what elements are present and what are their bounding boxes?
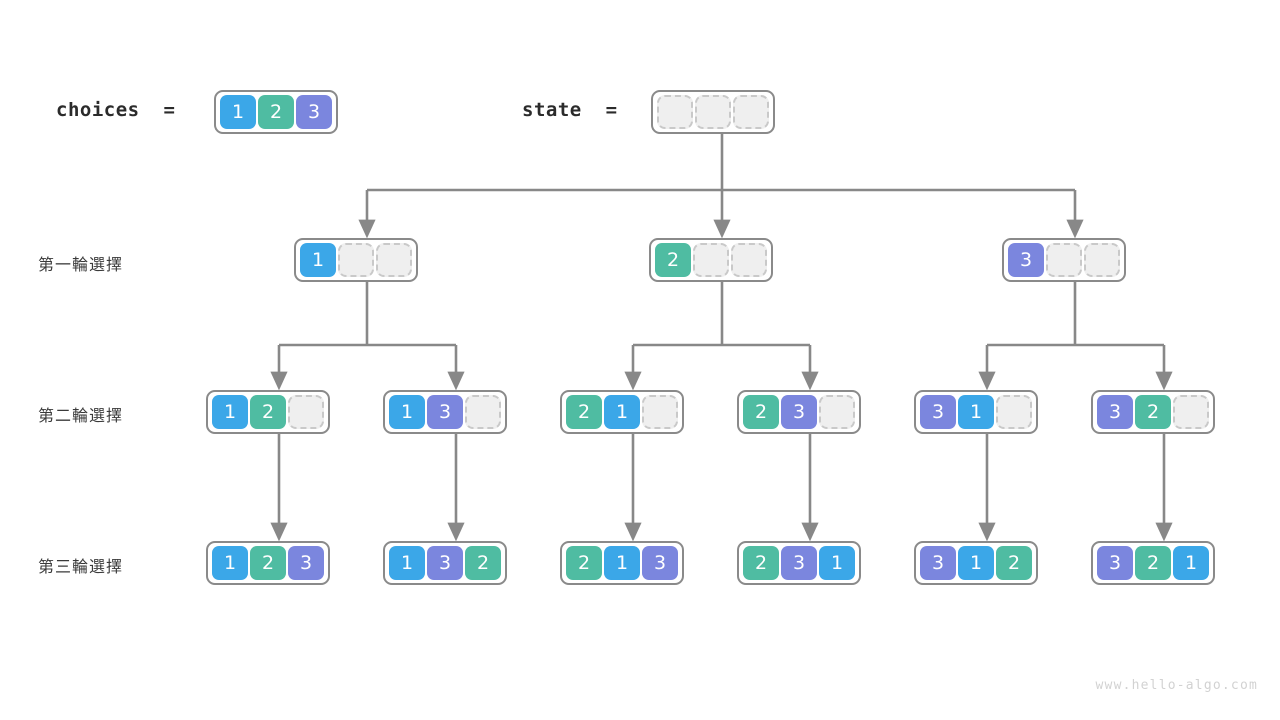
r2n4-cell-0: 2 bbox=[743, 395, 779, 429]
r3n6-cell-0: 3 bbox=[1097, 546, 1133, 580]
r2n6-cell-0: 3 bbox=[1097, 395, 1133, 429]
r1n3-cell-0: 3 bbox=[1008, 243, 1044, 277]
r1n1-cell-1 bbox=[338, 243, 374, 277]
r3n2-cell-1: 3 bbox=[427, 546, 463, 580]
tree-node-r1-n1: 1 bbox=[294, 238, 418, 282]
r1n1-cell-0: 1 bbox=[300, 243, 336, 277]
r2n3-cell-2 bbox=[642, 395, 678, 429]
row-caption-3: 第三輪選擇 bbox=[38, 557, 124, 576]
r1n3-cell-1 bbox=[1046, 243, 1082, 277]
r3n4-cell-2: 1 bbox=[819, 546, 855, 580]
r2n5-cell-1: 1 bbox=[958, 395, 994, 429]
state-cell-0 bbox=[657, 95, 693, 129]
r2n3-cell-0: 2 bbox=[566, 395, 602, 429]
r3n3-cell-0: 2 bbox=[566, 546, 602, 580]
r1n2-cell-1 bbox=[693, 243, 729, 277]
r3n4-cell-0: 2 bbox=[743, 546, 779, 580]
r2n5-cell-2 bbox=[996, 395, 1032, 429]
choices-cell-0: 1 bbox=[220, 95, 256, 129]
r3n6-cell-2: 1 bbox=[1173, 546, 1209, 580]
r3n2-cell-2: 2 bbox=[465, 546, 501, 580]
r3n1-cell-1: 2 bbox=[250, 546, 286, 580]
r3n5-cell-0: 3 bbox=[920, 546, 956, 580]
r3n5-cell-2: 2 bbox=[996, 546, 1032, 580]
choices-cell-1: 2 bbox=[258, 95, 294, 129]
r3n3-cell-1: 1 bbox=[604, 546, 640, 580]
r2n6-cell-2 bbox=[1173, 395, 1209, 429]
r3n3-cell-2: 3 bbox=[642, 546, 678, 580]
state-cell-1 bbox=[695, 95, 731, 129]
r3n1-cell-2: 3 bbox=[288, 546, 324, 580]
tree-node-r1-n2: 2 bbox=[649, 238, 773, 282]
r3n6-cell-1: 2 bbox=[1135, 546, 1171, 580]
state-label: state = bbox=[522, 99, 618, 121]
tree-node-r1-n3: 3 bbox=[1002, 238, 1126, 282]
row-caption-2: 第二輪選擇 bbox=[38, 406, 124, 425]
r1n2-cell-2 bbox=[731, 243, 767, 277]
r2n6-cell-1: 2 bbox=[1135, 395, 1171, 429]
r3n5-cell-1: 1 bbox=[958, 546, 994, 580]
r2n4-cell-1: 3 bbox=[781, 395, 817, 429]
state-array bbox=[651, 90, 775, 134]
choices-label: choices = bbox=[56, 99, 176, 121]
watermark: www.hello-algo.com bbox=[1095, 678, 1258, 693]
r3n1-cell-0: 1 bbox=[212, 546, 248, 580]
r3n4-cell-1: 3 bbox=[781, 546, 817, 580]
r2n2-cell-2 bbox=[465, 395, 501, 429]
r2n1-cell-0: 1 bbox=[212, 395, 248, 429]
r1n3-cell-2 bbox=[1084, 243, 1120, 277]
r2n1-cell-2 bbox=[288, 395, 324, 429]
r2n5-cell-0: 3 bbox=[920, 395, 956, 429]
r2n2-cell-0: 1 bbox=[389, 395, 425, 429]
choices-cell-2: 3 bbox=[296, 95, 332, 129]
r2n4-cell-2 bbox=[819, 395, 855, 429]
r2n3-cell-1: 1 bbox=[604, 395, 640, 429]
row-caption-1: 第一輪選擇 bbox=[38, 255, 124, 274]
r2n2-cell-1: 3 bbox=[427, 395, 463, 429]
r1n2-cell-0: 2 bbox=[655, 243, 691, 277]
state-cell-2 bbox=[733, 95, 769, 129]
r1n1-cell-2 bbox=[376, 243, 412, 277]
r2n1-cell-1: 2 bbox=[250, 395, 286, 429]
r3n2-cell-0: 1 bbox=[389, 546, 425, 580]
